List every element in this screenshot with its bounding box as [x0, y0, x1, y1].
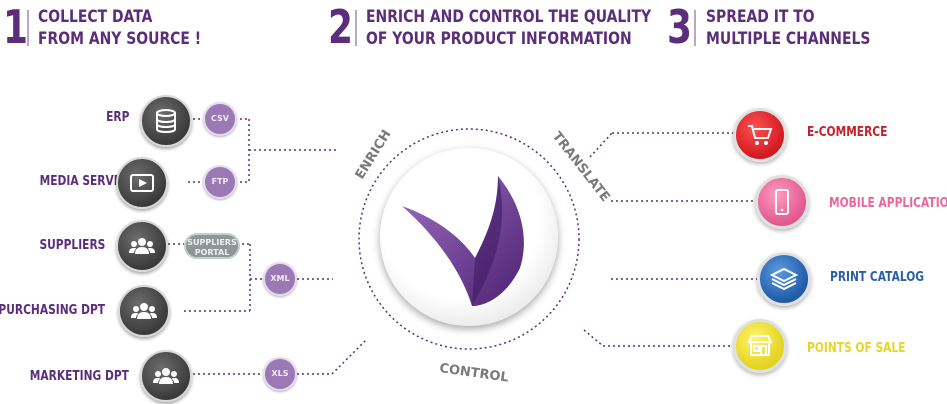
step-1-number: 1: [3, 0, 28, 54]
step-1-title: COLLECT DATA FROM ANY SOURCE !: [38, 6, 201, 50]
step-3-title: SPREAD IT TO MULTIPLE CHANNELS: [706, 6, 870, 50]
portal-line1: SUPPLIERS: [187, 238, 237, 247]
step-2-title: ENRICH AND CONTROL THE QUALITY OF YOUR P…: [366, 6, 651, 50]
step-1-divider: [27, 10, 29, 46]
step-1-line2: FROM ANY SOURCE !: [38, 29, 202, 49]
channel-label-print-catalog: PRINT CATALOG: [830, 270, 925, 285]
ftp-badge: FTP: [203, 165, 237, 199]
play-icon: [130, 174, 154, 192]
suppliers-icon-button[interactable]: [116, 220, 168, 272]
source-label-marketing-dpt: MARKETING DPT: [29, 369, 129, 384]
step-3-number: 3: [667, 0, 692, 54]
people-icon: [131, 303, 157, 319]
xml-badge: XML: [263, 262, 297, 296]
erp-icon-button[interactable]: [140, 95, 192, 147]
cart-icon: [748, 125, 773, 145]
hub-logo: [402, 176, 524, 306]
people-icon: [129, 238, 155, 254]
step-1-line1: COLLECT DATA: [38, 7, 153, 27]
channel-label-mobile-application: MOBILE APPLICATION: [829, 196, 947, 211]
translate-word: TRANSLATE: [549, 129, 613, 205]
purchasing-dpt-icon-button[interactable]: [118, 285, 170, 337]
channel-label-ecommerce: E-COMMERCE: [807, 125, 888, 140]
control-word: CONTROL: [438, 361, 509, 386]
step-3-line1: SPREAD IT TO: [706, 7, 815, 27]
marketing-dpt-icon-button[interactable]: [140, 350, 192, 402]
shop-icon: [747, 335, 773, 356]
source-label-media-server: MEDIA SERVER: [39, 174, 129, 189]
media-server-icon-button[interactable]: [116, 157, 168, 209]
phone-icon: [775, 189, 789, 215]
database-icon: [156, 109, 176, 134]
source-label-erp: ERP: [105, 110, 129, 125]
step-2-line2: OF YOUR PRODUCT INFORMATION: [366, 29, 632, 49]
people-icon: [153, 368, 179, 384]
step-2-number: 2: [328, 0, 353, 54]
step-2-line1: ENRICH AND CONTROL THE QUALITY: [366, 7, 652, 27]
xls-badge: XLS: [263, 357, 297, 391]
points-of-sale-icon-button[interactable]: [733, 319, 787, 373]
step-3-line2: MULTIPLE CHANNELS: [706, 29, 871, 49]
portal-line2: PORTAL: [194, 248, 230, 257]
step-2-divider: [355, 10, 357, 46]
enrich-word: ENRICH: [353, 128, 395, 183]
print-catalog-icon-button[interactable]: [757, 252, 811, 306]
mobile-app-icon-button[interactable]: [755, 175, 809, 229]
step-3-divider: [694, 10, 696, 46]
hub-words: ENRICH TRANSLATE CONTROL: [353, 128, 613, 386]
layers-icon: [769, 267, 799, 291]
source-label-suppliers: SUPPLIERS: [39, 238, 105, 253]
ecommerce-icon-button[interactable]: [733, 108, 787, 162]
channel-label-points-of-sale: POINTS OF SALE: [807, 341, 906, 356]
csv-badge: CSV: [203, 102, 237, 136]
source-label-purchasing-dpt: PURCHASING DPT: [0, 303, 105, 318]
suppliers-portal-badge: SUPPLIERS PORTAL: [184, 233, 240, 259]
